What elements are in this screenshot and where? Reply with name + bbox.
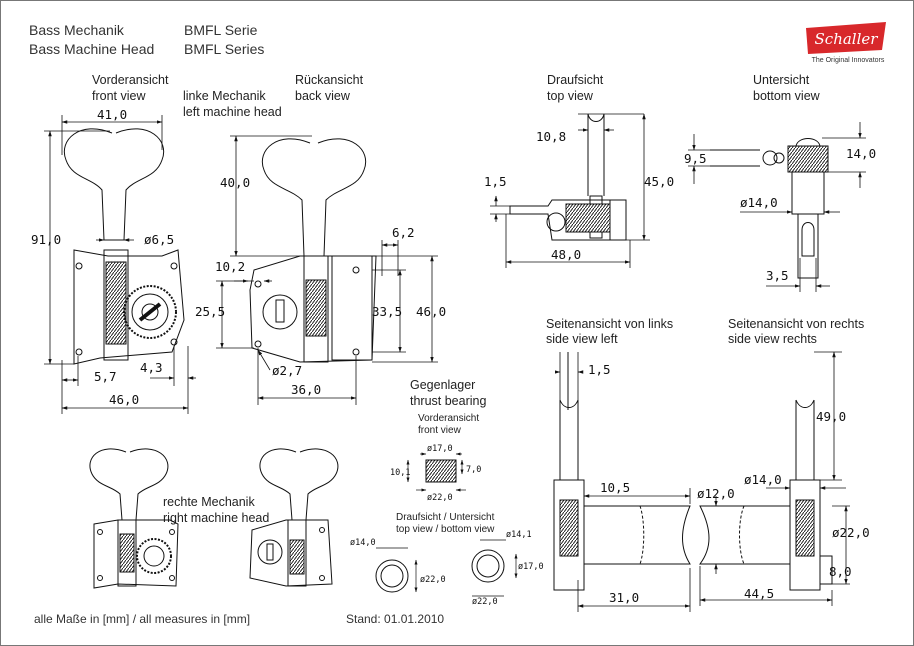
svg-text:8,0: 8,0 (829, 564, 852, 579)
svg-text:ø12,0: ø12,0 (697, 486, 735, 501)
svg-text:The Original Innovators: The Original Innovators (812, 57, 885, 64)
svg-text:14,0: 14,0 (846, 146, 876, 161)
title-en: Bass Machine Head (29, 41, 155, 57)
footer-date: Stand: 01.01.2010 (346, 612, 445, 626)
label-thrustfront-en: front view (418, 425, 461, 436)
svg-text:ø14,0: ø14,0 (740, 195, 778, 210)
svg-text:ø22,0: ø22,0 (832, 525, 870, 540)
right-head-front-drawing (89, 448, 179, 589)
svg-text:ø14,0: ø14,0 (744, 472, 782, 487)
label-bottom-de: Untersicht (753, 73, 810, 87)
svg-text:40,0: 40,0 (220, 175, 250, 190)
label-front-de: Vorderansicht (92, 73, 169, 87)
title-de: Bass Mechanik (29, 22, 124, 38)
bottom-view-drawing (710, 138, 829, 279)
label-sideleft-de: Seitenansicht von links (546, 317, 674, 331)
svg-text:ø22,0: ø22,0 (472, 597, 498, 607)
svg-text:25,5: 25,5 (195, 304, 225, 319)
right-head-back-drawing (249, 448, 339, 587)
label-back-de: Rückansicht (295, 73, 364, 87)
svg-text:36,0: 36,0 (291, 382, 321, 397)
svg-text:33,5: 33,5 (372, 304, 402, 319)
svg-text:ø6,5: ø6,5 (144, 232, 174, 247)
series-en: BMFL Series (184, 41, 265, 57)
label-back-en: back view (295, 89, 350, 103)
label-thrusttop-de: Draufsicht / Untersicht (396, 512, 495, 523)
svg-text:45,0: 45,0 (644, 174, 674, 189)
footer-units: alle Maße in [mm] / all measures in [mm] (34, 612, 251, 626)
svg-text:ø14,0: ø14,0 (350, 538, 376, 548)
svg-text:ø2,7: ø2,7 (272, 363, 302, 378)
svg-text:ø22,0: ø22,0 (427, 493, 453, 503)
label-lefthead-de: linke Mechanik (183, 89, 266, 103)
schaller-logo: Schaller The Original Innovators (806, 22, 886, 64)
svg-text:9,5: 9,5 (684, 151, 707, 166)
svg-text:46,0: 46,0 (416, 304, 446, 319)
svg-text:ø22,0: ø22,0 (420, 575, 446, 585)
svg-text:Schaller: Schaller (815, 30, 879, 48)
top-view-drawing (509, 113, 627, 241)
label-sideright-de: Seitenansicht von rechts (728, 317, 865, 331)
label-top-en: top view (547, 89, 593, 103)
back-view-drawing (249, 138, 377, 363)
svg-text:46,0: 46,0 (109, 392, 139, 407)
svg-text:ø14,1: ø14,1 (506, 530, 532, 540)
side-right-drawing (699, 399, 833, 591)
svg-text:5,7: 5,7 (94, 369, 117, 384)
svg-text:1,5: 1,5 (484, 174, 507, 189)
svg-text:44,5: 44,5 (744, 586, 774, 601)
label-thrustfront-de: Vorderansicht (418, 413, 480, 424)
svg-text:4,3: 4,3 (140, 360, 163, 375)
svg-text:48,0: 48,0 (551, 247, 581, 262)
svg-text:ø17,0: ø17,0 (518, 562, 544, 572)
label-top-de: Draufsicht (547, 73, 604, 87)
svg-text:1,5: 1,5 (588, 362, 611, 377)
svg-text:10,1: 10,1 (390, 468, 410, 478)
svg-text:91,0: 91,0 (31, 232, 61, 247)
label-bottom-en: bottom view (753, 89, 820, 103)
label-lefthead-en: left machine head (183, 105, 282, 119)
label-thrust-de: Gegenlager (410, 378, 476, 392)
front-view-drawing (63, 128, 185, 365)
svg-text:6,2: 6,2 (392, 225, 415, 240)
svg-text:ø17,0: ø17,0 (427, 444, 453, 454)
label-sideright-en: side view rechts (728, 332, 817, 346)
label-sideleft-en: side view left (546, 332, 618, 346)
svg-text:3,5: 3,5 (766, 268, 789, 283)
svg-text:10,8: 10,8 (536, 129, 566, 144)
label-thrust-en: thrust bearing (410, 394, 487, 408)
svg-text:10,5: 10,5 (600, 480, 630, 495)
svg-text:10,2: 10,2 (215, 259, 245, 274)
svg-text:7,0: 7,0 (466, 465, 481, 475)
thrust-bearing-drawing (375, 459, 505, 593)
side-left-drawing (553, 352, 691, 591)
label-righthead-en: right machine head (163, 511, 270, 525)
label-righthead-de: rechte Mechanik (163, 495, 255, 509)
label-front-en: front view (92, 89, 146, 103)
svg-text:41,0: 41,0 (97, 107, 127, 122)
series-de: BMFL Serie (184, 22, 258, 38)
label-thrusttop-en: top view / bottom view (396, 524, 495, 535)
svg-text:31,0: 31,0 (609, 590, 639, 605)
svg-text:49,0: 49,0 (816, 409, 846, 424)
